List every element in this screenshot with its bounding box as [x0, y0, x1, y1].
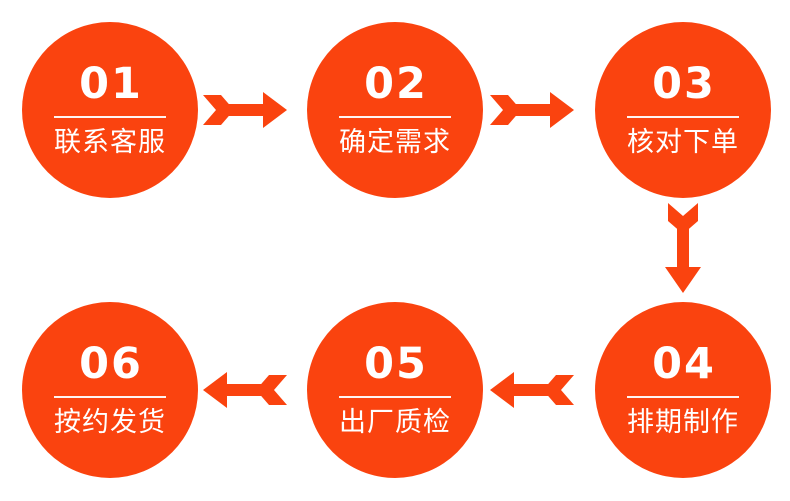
step-number-04: 04: [652, 338, 716, 389]
step-number-01: 01: [79, 58, 143, 109]
step-divider-04: [627, 395, 739, 398]
step-divider-06: [54, 395, 166, 398]
step-label-04: 排期制作: [627, 406, 739, 438]
step-label-02: 确定需求: [339, 126, 451, 158]
step-label-03: 核对下单: [627, 126, 739, 158]
step-number-03: 03: [652, 58, 716, 109]
step-divider-02: [339, 115, 451, 118]
step-number-06: 06: [79, 338, 143, 389]
connector-arrow-right-02-03: [490, 88, 574, 132]
process-step-01: 01 联系客服: [22, 22, 198, 198]
step-divider-03: [627, 115, 739, 118]
process-step-02: 02 确定需求: [307, 22, 483, 198]
process-step-06: 06 按约发货: [22, 302, 198, 478]
step-number-05: 05: [364, 338, 428, 389]
step-divider-05: [339, 395, 451, 398]
process-step-03: 03 核对下单: [595, 22, 771, 198]
step-divider-01: [54, 115, 166, 118]
connector-arrow-down-03-04: [661, 203, 705, 293]
connector-arrow-left-05-06: [203, 368, 287, 412]
step-number-02: 02: [364, 58, 428, 109]
step-label-01: 联系客服: [54, 126, 166, 158]
connector-arrow-left-04-05: [490, 368, 574, 412]
process-step-05: 05 出厂质检: [307, 302, 483, 478]
connector-arrow-right-01-02: [203, 88, 287, 132]
step-label-06: 按约发货: [54, 406, 166, 438]
step-label-05: 出厂质检: [339, 406, 451, 438]
process-step-04: 04 排期制作: [595, 302, 771, 478]
